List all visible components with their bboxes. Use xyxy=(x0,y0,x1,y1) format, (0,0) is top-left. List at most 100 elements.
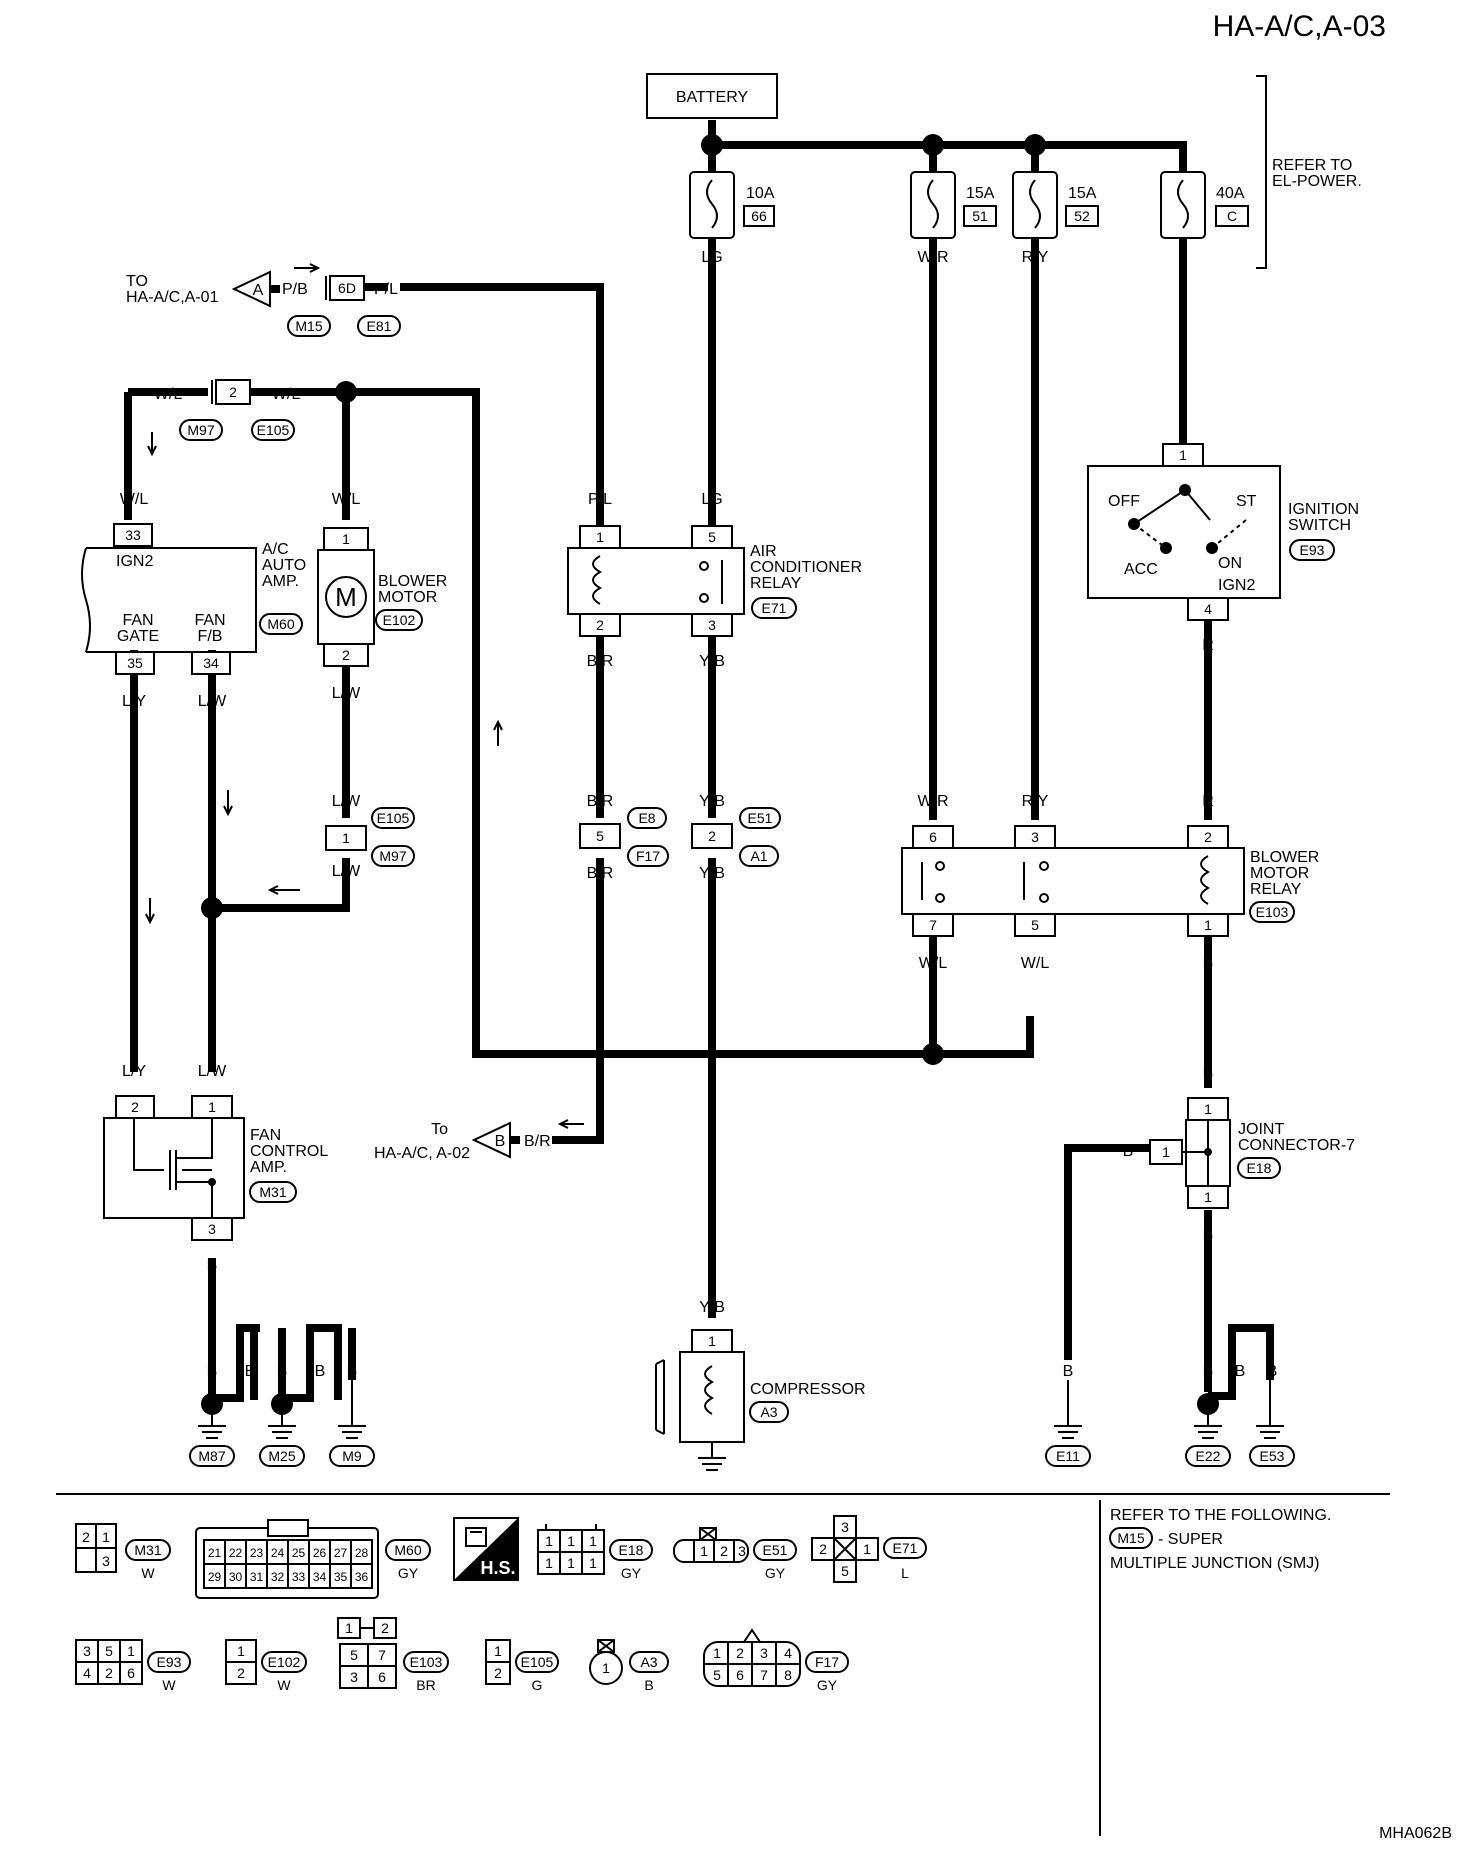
svg-text:B: B xyxy=(277,1363,288,1380)
svg-text:E105: E105 xyxy=(377,810,410,826)
svg-text:ON: ON xyxy=(1218,555,1242,572)
page-title: HA-A/C,A-03 xyxy=(1213,10,1386,43)
m60-pin-label: 36 xyxy=(355,1570,369,1584)
fuse-num: 66 xyxy=(751,208,767,224)
svg-text:5: 5 xyxy=(708,529,716,545)
wires xyxy=(124,120,1274,1402)
svg-text:E22: E22 xyxy=(1196,1448,1221,1464)
svg-text:F/B: F/B xyxy=(198,628,223,645)
legend-f17: 1 2 3 4 5 6 7 8 F17 GY xyxy=(703,1628,849,1693)
m60-pin-label: 29 xyxy=(208,1570,222,1584)
svg-text:E53: E53 xyxy=(1260,1448,1285,1464)
svg-text:E51: E51 xyxy=(763,1542,788,1558)
svg-text:L/W: L/W xyxy=(332,685,361,702)
svg-text:1: 1 xyxy=(713,1645,721,1661)
svg-text:E103: E103 xyxy=(410,1654,443,1670)
svg-text:SWITCH: SWITCH xyxy=(1288,517,1351,534)
svg-text:Y/B: Y/B xyxy=(699,793,725,810)
svg-text:3: 3 xyxy=(760,1645,768,1661)
svg-text:2: 2 xyxy=(381,1620,389,1636)
fuse-num: C xyxy=(1227,208,1237,224)
svg-text:6: 6 xyxy=(127,1665,135,1681)
svg-text:W/R: W/R xyxy=(917,793,948,810)
svg-text:B: B xyxy=(1063,1363,1074,1380)
svg-text:R: R xyxy=(1202,637,1214,654)
legend-a3: 1 A3 B xyxy=(589,1639,669,1693)
svg-text:5: 5 xyxy=(105,1643,113,1659)
svg-text:7: 7 xyxy=(760,1667,768,1683)
figure-code: MHA062B xyxy=(1379,1825,1452,1842)
m60-pin-cell xyxy=(350,1563,373,1589)
battery-label: BATTERY xyxy=(676,89,749,106)
wire-label: LG xyxy=(701,249,722,266)
svg-text:B: B xyxy=(495,1133,506,1150)
svg-text:CONNECTOR-7: CONNECTOR-7 xyxy=(1238,1137,1355,1154)
svg-text:1: 1 xyxy=(596,529,604,545)
svg-text:COMPRESSOR: COMPRESSOR xyxy=(750,1381,866,1398)
svg-text:F17: F17 xyxy=(815,1654,839,1670)
svg-text:M: M xyxy=(335,582,357,612)
svg-text:R: R xyxy=(1202,793,1214,810)
svg-text:MULTIPLE JUNCTION (SMJ): MULTIPLE JUNCTION (SMJ) xyxy=(1110,1555,1319,1572)
svg-text:L/W: L/W xyxy=(332,793,361,810)
svg-text:7: 7 xyxy=(378,1647,386,1663)
svg-text:1: 1 xyxy=(1204,917,1212,933)
legend-e51: 1 2 3 E51 GY xyxy=(673,1527,797,1581)
svg-text:5: 5 xyxy=(713,1667,721,1683)
svg-text:5: 5 xyxy=(350,1647,358,1663)
svg-text:B: B xyxy=(1203,1227,1214,1244)
svg-text:A3: A3 xyxy=(640,1654,657,1670)
svg-text:B/R: B/R xyxy=(587,793,614,810)
svg-text:B: B xyxy=(1267,1363,1278,1380)
svg-text:W: W xyxy=(162,1677,176,1693)
svg-text:L: L xyxy=(1179,407,1188,424)
joint-connector-7: 1 1 B 1 JOINT CONNECTOR-7 E18 B xyxy=(1123,1097,1355,1244)
svg-text:GY: GY xyxy=(398,1565,419,1581)
m60-pin-label: 33 xyxy=(292,1570,306,1584)
svg-text:L: L xyxy=(901,1565,909,1581)
legend: REFER TO THE FOLLOWING. M15 - SUPER MULT… xyxy=(56,1493,1390,1836)
svg-text:B: B xyxy=(347,1363,358,1380)
svg-text:B/R: B/R xyxy=(524,1133,551,1150)
legend-e71: 3 2 1 5 E71 L xyxy=(811,1515,927,1583)
svg-text:2: 2 xyxy=(736,1645,744,1661)
svg-text:E18: E18 xyxy=(1247,1160,1272,1176)
m60-pin-label: 25 xyxy=(292,1546,306,1560)
to-a02: To HA-A/C, A-02 B B/R xyxy=(374,1119,584,1162)
svg-text:1: 1 xyxy=(1204,1189,1212,1205)
svg-text:E51: E51 xyxy=(748,810,773,826)
svg-text:F17: F17 xyxy=(636,848,660,864)
legend-e103: 1 2 5 7 3 6 E103 BR xyxy=(337,1617,449,1693)
compressor: Y/B 1 COMPRESSOR A3 xyxy=(655,1299,866,1471)
svg-text:E102: E102 xyxy=(268,1654,301,1670)
svg-text:3: 3 xyxy=(83,1643,91,1659)
svg-text:- SUPER: - SUPER xyxy=(1158,1531,1223,1548)
svg-text:W/L: W/L xyxy=(120,491,149,508)
svg-text:FAN: FAN xyxy=(250,1127,281,1144)
svg-text:B: B xyxy=(245,1363,256,1380)
svg-text:2: 2 xyxy=(237,1665,245,1681)
svg-text:L/W: L/W xyxy=(332,863,361,880)
svg-text:3: 3 xyxy=(738,1543,746,1559)
svg-text:W: W xyxy=(141,1565,155,1581)
svg-text:E103: E103 xyxy=(1256,904,1289,920)
fuse-51: 15A 51 W/R xyxy=(910,171,997,266)
m60-pin-label: 32 xyxy=(271,1570,285,1584)
m60-pin-label: 31 xyxy=(250,1570,264,1584)
svg-text:M60: M60 xyxy=(267,616,294,632)
fuse-52: 15A 52 R/Y xyxy=(1012,171,1099,266)
svg-text:B: B xyxy=(1235,1363,1246,1380)
legend-e18: 1 1 1 1 1 1 E18 GY xyxy=(537,1524,653,1581)
svg-text:1: 1 xyxy=(342,531,350,547)
m60-pin-label: 21 xyxy=(208,1546,222,1560)
ignition-switch: L 1 OFF ST ACC ON IGN2 4 IGNITION SWITCH… xyxy=(1087,407,1359,810)
svg-text:W/L: W/L xyxy=(1021,955,1050,972)
svg-text:B: B xyxy=(1203,1363,1214,1380)
svg-text:1: 1 xyxy=(708,1333,716,1349)
svg-text:M97: M97 xyxy=(187,422,214,438)
svg-text:E105: E105 xyxy=(257,422,290,438)
svg-text:REFER TO: REFER TO xyxy=(1272,157,1352,174)
svg-text:3: 3 xyxy=(208,1221,216,1237)
m60-pin-label: 34 xyxy=(313,1570,327,1584)
svg-text:L/W: L/W xyxy=(198,1063,227,1080)
